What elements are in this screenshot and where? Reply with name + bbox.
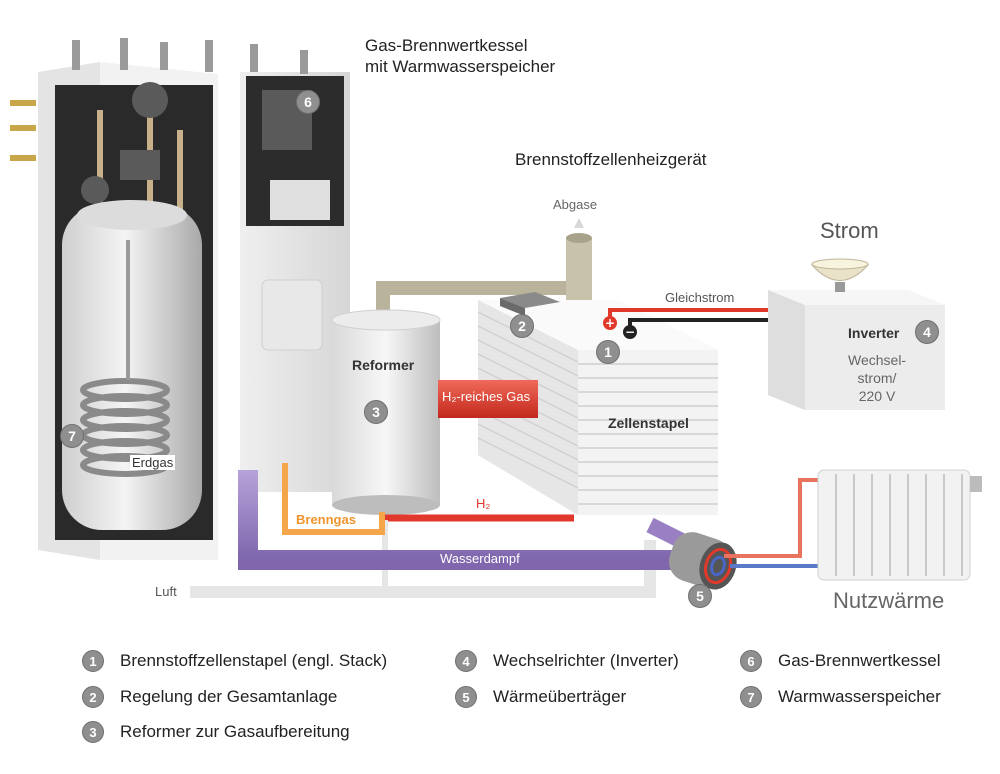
fuelcell-title: Brennstoffzellenheizgerät bbox=[515, 150, 707, 169]
system-diagram: + − bbox=[10, 38, 982, 598]
badge-7: 7 bbox=[60, 424, 84, 448]
legend-item-5: 5 Wärmeüberträger bbox=[455, 686, 626, 708]
h2-label: H₂ bbox=[476, 496, 491, 511]
legend-text: Wechselrichter (Inverter) bbox=[493, 651, 679, 670]
legend-badge: 3 bbox=[82, 721, 104, 743]
legend-item-2: 2 Regelung der Gesamtanlage bbox=[82, 686, 337, 708]
steam-line bbox=[238, 470, 690, 570]
wechselstrom-label-1: Wechsel- bbox=[848, 352, 907, 368]
legend-badge: 1 bbox=[82, 650, 104, 672]
nutzwaerme-label: Nutzwärme bbox=[833, 588, 945, 613]
wechselstrom-label-3: 220 V bbox=[858, 388, 896, 404]
badge-4: 4 bbox=[915, 320, 939, 344]
radiator-flow-pipe bbox=[724, 478, 818, 558]
legend-item-3: 3 Reformer zur Gasaufbereitung bbox=[82, 721, 350, 743]
reformer-label: Reformer bbox=[352, 357, 415, 373]
legend-item-6: 6 Gas-Brennwertkessel bbox=[740, 650, 941, 672]
svg-text:+: + bbox=[605, 316, 615, 330]
boiler-title-line2: mit Warmwasserspeicher bbox=[365, 57, 556, 76]
legend-text: Gas-Brennwertkessel bbox=[778, 651, 941, 670]
legend-badge: 7 bbox=[740, 686, 762, 708]
badge-6: 6 bbox=[296, 90, 320, 114]
h2-rich-gas-label: H₂-reiches Gas bbox=[442, 389, 531, 404]
legend-item-4: 4 Wechselrichter (Inverter) bbox=[455, 650, 679, 672]
wechselstrom-label-2: strom/ bbox=[857, 370, 897, 386]
reformer-cylinder bbox=[331, 309, 441, 515]
svg-text:−: − bbox=[625, 325, 635, 339]
boiler-cabinet bbox=[10, 38, 350, 560]
badge-2: 2 bbox=[510, 314, 534, 338]
inverter-box bbox=[768, 258, 945, 410]
radiator bbox=[817, 469, 982, 581]
legend-item-1: 1 Brennstoffzellenstapel (engl. Stack) bbox=[82, 650, 387, 672]
legend-item-7: 7 Warmwasserspeicher bbox=[740, 686, 941, 708]
brenngas-label: Brenngas bbox=[296, 512, 356, 527]
gas-lines bbox=[178, 455, 385, 535]
legend-text: Regelung der Gesamtanlage bbox=[120, 687, 338, 706]
legend-text: Warmwasserspeicher bbox=[778, 687, 941, 706]
legend-text: Brennstoffzellenstapel (engl. Stack) bbox=[120, 651, 388, 670]
badge-5: 5 bbox=[688, 584, 712, 608]
badge-1: 1 bbox=[596, 340, 620, 364]
legend-text: Wärmeüberträger bbox=[493, 687, 627, 706]
gleichstrom-label: Gleichstrom bbox=[665, 290, 735, 305]
dc-wires: + − bbox=[603, 308, 808, 339]
inverter-label: Inverter bbox=[848, 325, 900, 341]
legend-text: Reformer zur Gasaufbereitung bbox=[120, 722, 350, 741]
legend-badge: 6 bbox=[740, 650, 762, 672]
h2-rich-gas-block bbox=[438, 380, 538, 418]
luft-label: Luft bbox=[155, 584, 177, 599]
erdgas-label: Erdgas bbox=[130, 455, 176, 470]
zellenstapel-label: Zellenstapel bbox=[608, 415, 689, 431]
abgase-label: Abgase bbox=[553, 197, 598, 212]
legend-badge: 4 bbox=[455, 650, 477, 672]
boiler-title-line1: Gas-Brennwertkessel bbox=[365, 36, 528, 55]
legend-badge: 2 bbox=[82, 686, 104, 708]
wasserdampf-label: Wasserdampf bbox=[440, 551, 520, 566]
strom-label: Strom bbox=[820, 218, 879, 243]
legend-badge: 5 bbox=[455, 686, 477, 708]
badge-3: 3 bbox=[364, 400, 388, 424]
